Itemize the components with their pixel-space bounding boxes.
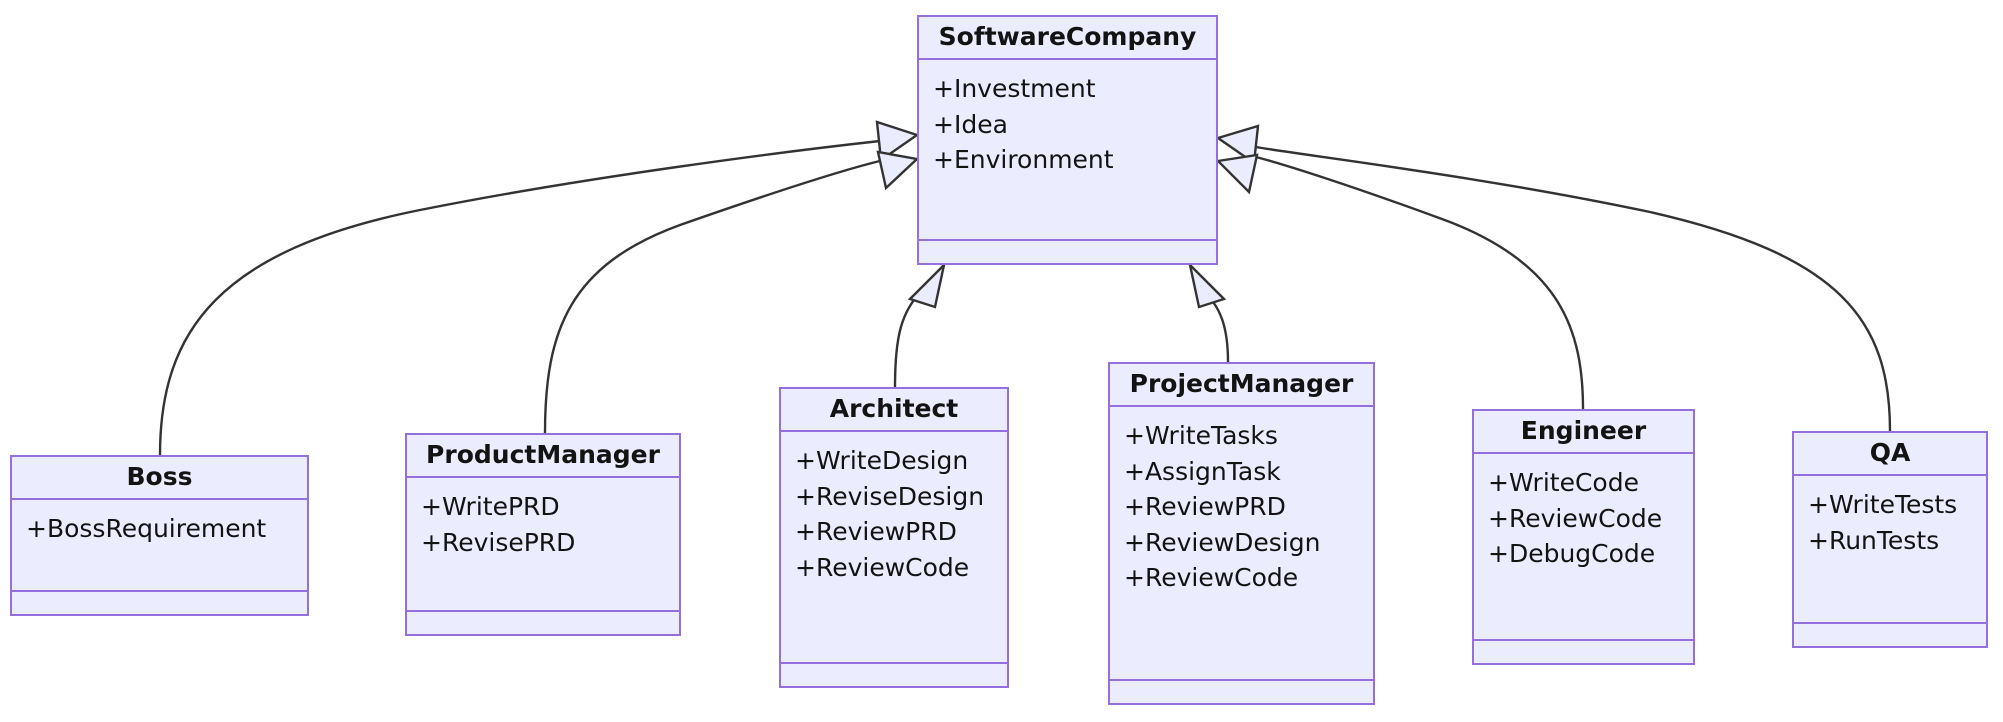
uml-class-architect[interactable]: Architect +WriteDesign +ReviseDesign +Re… [779, 387, 1009, 688]
uml-class-productmanager[interactable]: ProductManager +WritePRD +RevisePRD [405, 433, 681, 636]
inheritance-arrowhead-left-lower [876, 150, 920, 191]
attribute-item: +ReviewCode [1124, 563, 1299, 592]
attribute-item: +ReviewDesign [1124, 527, 1321, 557]
class-title: Architect [781, 389, 1007, 432]
attribute-item: +Investment [933, 74, 1096, 103]
attribute-item: +ReviseDesign [795, 481, 985, 511]
attribute-item: +ReviewPRD [795, 517, 957, 546]
attribute-item: +Environment [933, 145, 1114, 174]
edge-architect-to-softwarecompany [893, 287, 926, 388]
inheritance-arrowhead-bottom-right [1187, 261, 1227, 309]
class-attributes: +BossRequirement [12, 500, 307, 592]
edge-projectmanager-to-softwarecompany [1199, 287, 1230, 363]
attribute-item: +Idea [933, 109, 1008, 139]
class-methods [1474, 641, 1693, 663]
uml-class-softwarecompany[interactable]: SoftwareCompany +Investment +Idea +Envir… [917, 15, 1218, 265]
inheritance-arrowhead-right-lower [1215, 153, 1259, 195]
class-attributes: +WriteTests +RunTests [1794, 476, 1986, 624]
class-title: SoftwareCompany [919, 17, 1216, 60]
class-methods [12, 592, 307, 614]
attribute-item: +ReviewPRD [1124, 492, 1286, 521]
class-methods [407, 612, 679, 634]
uml-class-qa[interactable]: QA +WriteTests +RunTests [1792, 431, 1988, 648]
class-title: Boss [12, 457, 307, 500]
uml-class-boss[interactable]: Boss +BossRequirement [10, 455, 309, 616]
attribute-item: +RunTests [1808, 525, 1940, 555]
attribute-item: +ReviewCode [795, 552, 970, 582]
uml-class-projectmanager[interactable]: ProjectManager +WriteTasks +AssignTask +… [1108, 362, 1375, 705]
class-title: ProjectManager [1110, 364, 1373, 407]
class-attributes: +WriteTasks +AssignTask +ReviewPRD +Revi… [1110, 407, 1373, 681]
class-title: QA [1794, 433, 1986, 476]
class-methods [1110, 681, 1373, 703]
class-methods [781, 664, 1007, 686]
attribute-item: +AssignTask [1124, 456, 1281, 486]
attribute-item: +WriteDesign [795, 446, 969, 475]
class-title: ProductManager [407, 435, 679, 478]
inheritance-arrowhead-right-upper [1215, 124, 1260, 166]
attribute-item: +WriteTests [1808, 490, 1958, 519]
attribute-item: +WriteCode [1488, 468, 1639, 497]
inheritance-arrowhead-bottom-left [907, 261, 947, 309]
attribute-item: +RevisePRD [421, 527, 576, 557]
class-attributes: +WritePRD +RevisePRD [407, 478, 679, 612]
edge-boss-to-softwarecompany [158, 139, 881, 456]
attribute-item: +WritePRD [421, 492, 560, 521]
attribute-item: +DebugCode [1488, 539, 1656, 568]
inheritance-arrowhead-left-upper [875, 120, 920, 163]
attribute-item: +ReviewCode [1488, 503, 1663, 533]
class-title: Engineer [1474, 411, 1693, 454]
attribute-item: +WriteTasks [1124, 421, 1278, 450]
class-methods [1794, 624, 1986, 646]
class-attributes: +Investment +Idea +Environment [919, 60, 1216, 241]
class-methods [919, 241, 1216, 263]
uml-class-engineer[interactable]: Engineer +WriteCode +ReviewCode +DebugCo… [1472, 409, 1695, 665]
class-attributes: +WriteCode +ReviewCode +DebugCode [1474, 454, 1693, 641]
attribute-item: +BossRequirement [26, 514, 267, 543]
class-attributes: +WriteDesign +ReviseDesign +ReviewPRD +R… [781, 432, 1007, 664]
